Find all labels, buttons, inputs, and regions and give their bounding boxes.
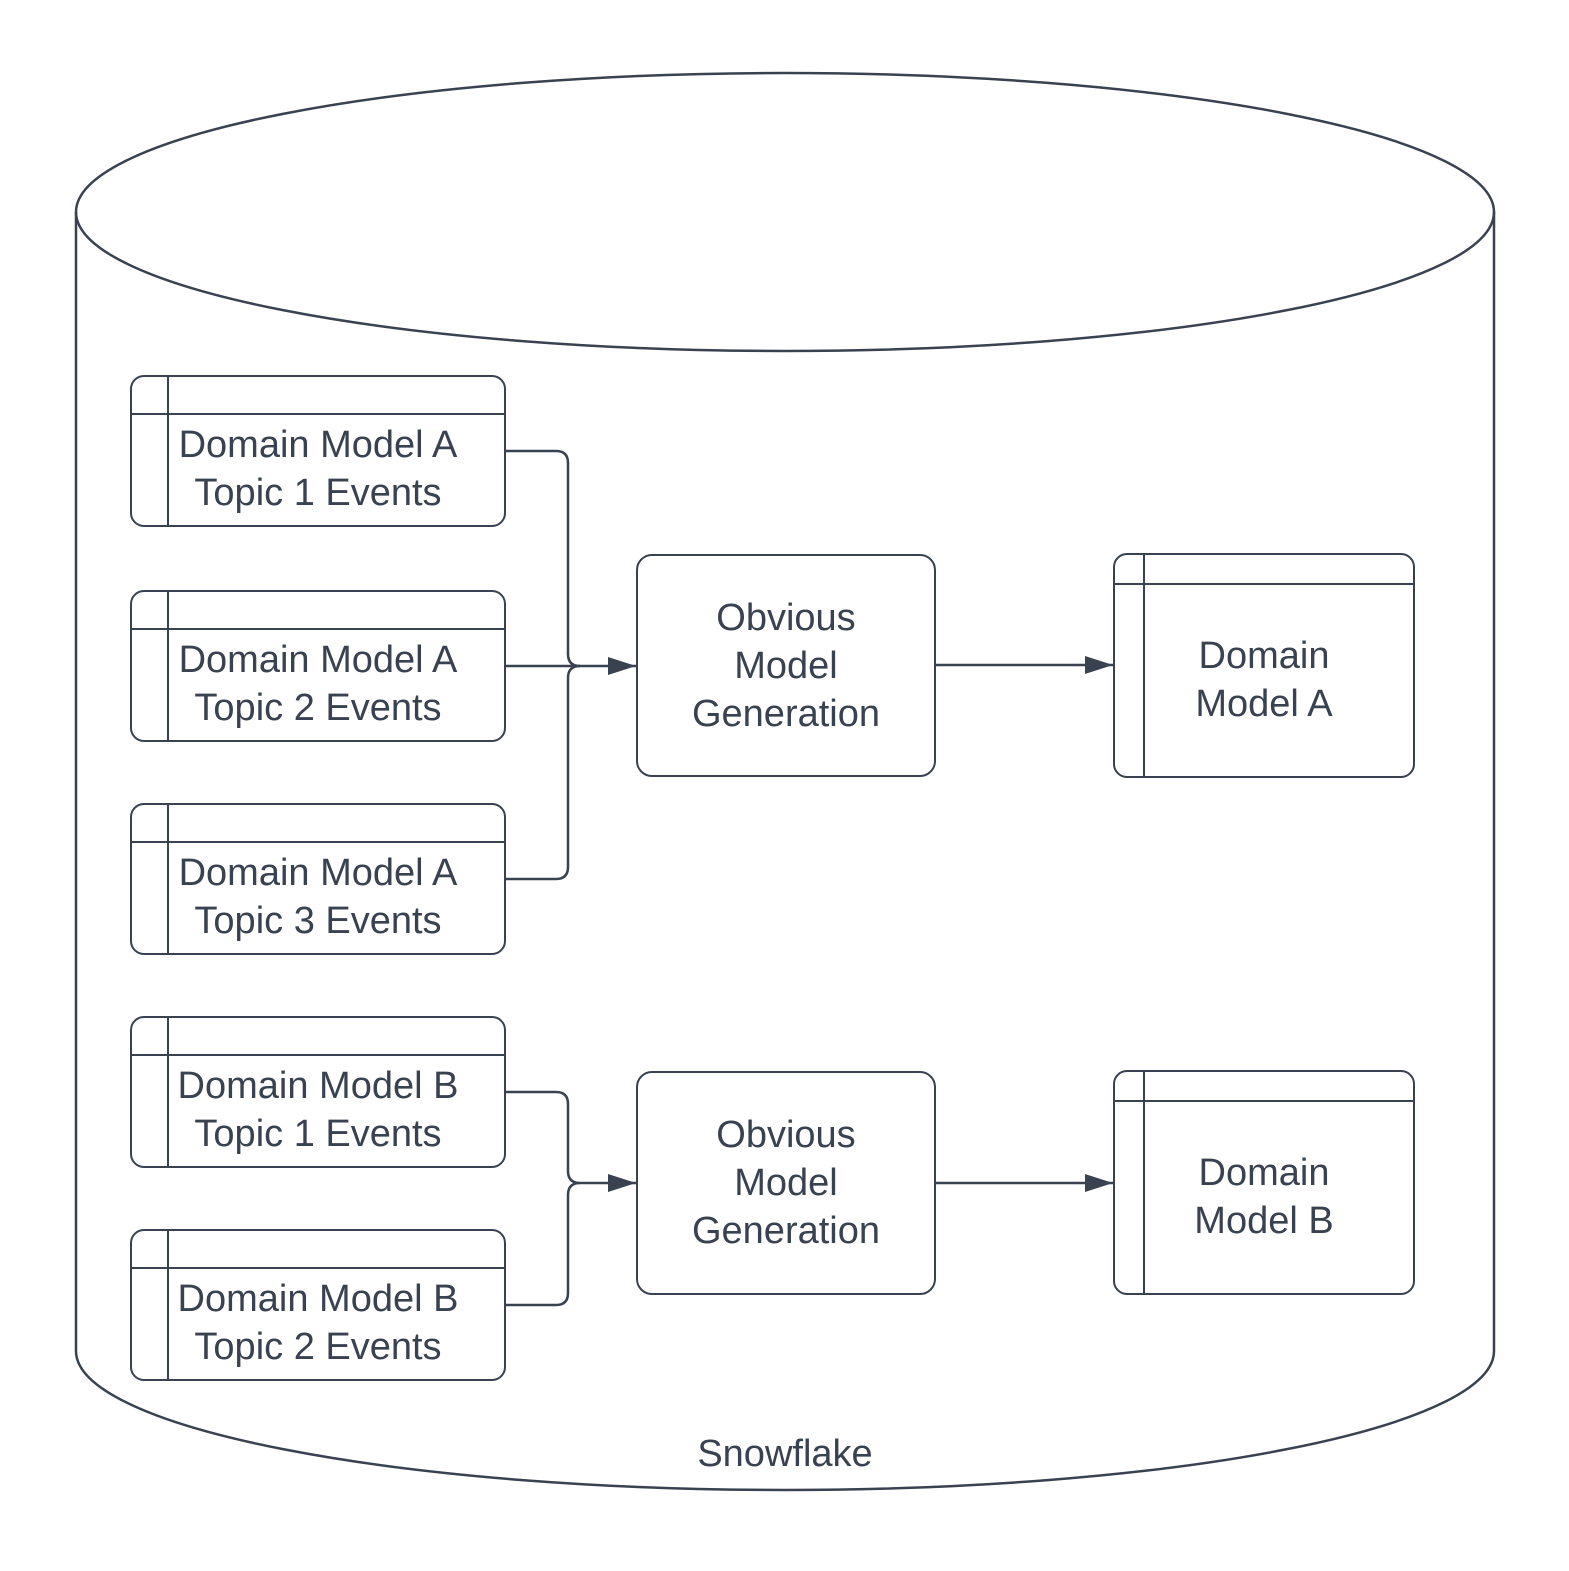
table-left-column-divider: [167, 805, 169, 953]
cylinder-label-snowflake: Snowflake: [697, 1433, 873, 1475]
table-label: Domain Model A Topic 3 Events: [178, 852, 458, 942]
table-domain-model-a-topic-2-events: Domain Model A Topic 2 Events: [130, 590, 506, 742]
table-label: Domain Model A Topic 2 Events: [178, 639, 458, 729]
process-obvious-model-generation-a: Obvious Model Generation: [636, 554, 936, 777]
cylinder-body-outline: [74, 212, 1496, 1492]
table-label: Domain Model A Topic 1 Events: [178, 424, 458, 514]
table-domain-model-a-topic-3-events: Domain Model A Topic 3 Events: [130, 803, 506, 955]
process-label: Obvious Model Generation: [691, 1114, 880, 1252]
process-label: Obvious Model Generation: [691, 596, 880, 735]
connector-b-topic2-to-process: [506, 1181, 581, 1307]
cylinder-top-ellipse: [74, 71, 1496, 353]
table-domain-model-b-topic-2-events: Domain Model B Topic 2 Events: [130, 1229, 506, 1381]
table-left-column-divider: [167, 1231, 169, 1379]
table-header-divider: [132, 1267, 504, 1269]
table-left-column-divider: [1143, 1072, 1145, 1293]
table-left-column-divider: [167, 1018, 169, 1166]
connector-a-topic1-to-process: [506, 449, 581, 668]
table-domain-model-b-topic-1-events: Domain Model B Topic 1 Events: [130, 1016, 506, 1168]
table-label: Domain Model A: [1195, 634, 1333, 725]
table-domain-model-a: Domain Model A: [1113, 553, 1415, 778]
connector-b-topic1-to-process: [506, 1090, 581, 1185]
table-label: Domain Model B Topic 1 Events: [177, 1065, 459, 1155]
table-header-divider: [1115, 1100, 1413, 1102]
table-header-divider: [132, 413, 504, 415]
connector-a-topic3-to-process: [506, 664, 581, 881]
table-left-column-divider: [167, 592, 169, 740]
table-left-column-divider: [1143, 555, 1145, 776]
table-label: Domain Model B Topic 2 Events: [177, 1278, 459, 1368]
table-label: Domain Model B: [1194, 1151, 1334, 1242]
table-left-column-divider: [167, 377, 169, 525]
table-header-divider: [132, 841, 504, 843]
table-domain-model-a-topic-1-events: Domain Model A Topic 1 Events: [130, 375, 506, 527]
table-header-divider: [132, 628, 504, 630]
process-obvious-model-generation-b: Obvious Model Generation: [636, 1071, 936, 1295]
table-header-divider: [1115, 583, 1413, 585]
table-domain-model-b: Domain Model B: [1113, 1070, 1415, 1295]
table-header-divider: [132, 1054, 504, 1056]
